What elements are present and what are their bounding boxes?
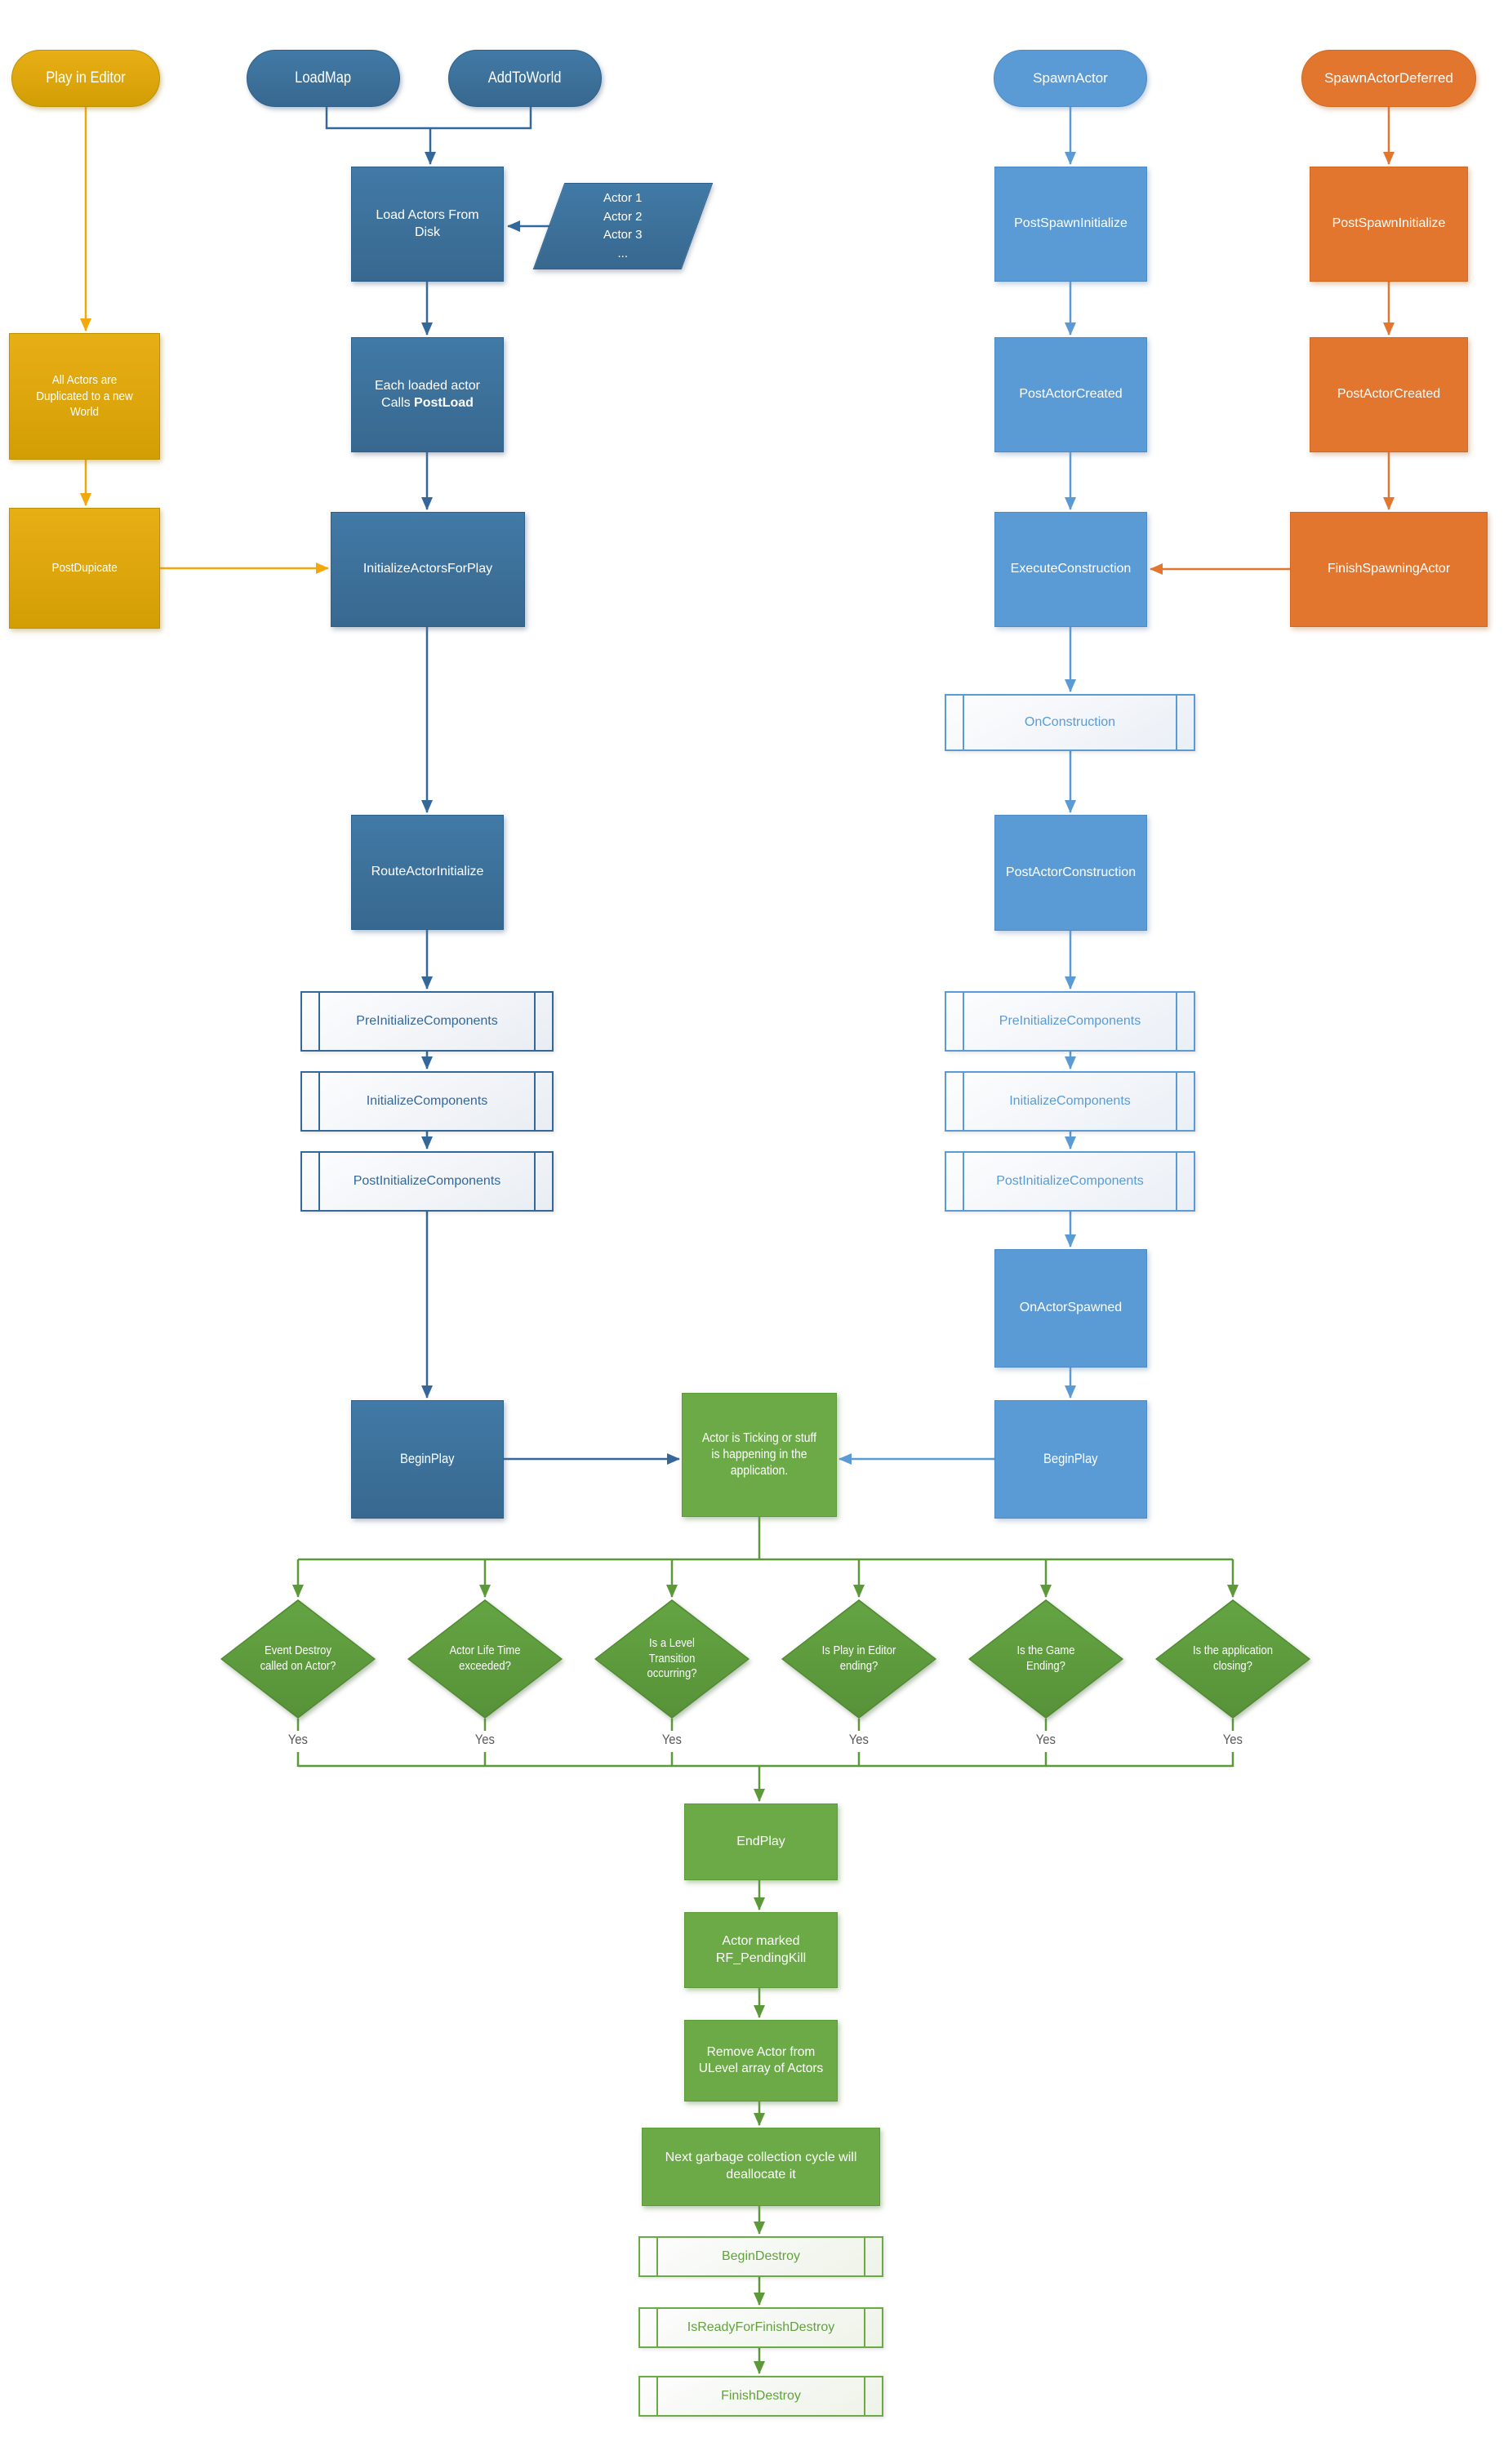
node-post-dupicate: PostDupicate [9,508,160,629]
node-begin-play-left: BeginPlay [351,1400,504,1519]
connectors-gold [80,107,329,574]
node-initialize-components-right: InitializeComponents [945,1071,1195,1132]
node-spawn-actor-deferred: SpawnActorDeferred [1301,50,1476,107]
node-post-actor-construction: PostActorConstruction [994,815,1147,931]
node-initialize-components-left: InitializeComponents [300,1071,554,1132]
yes-label-6: Yes [1222,1732,1243,1747]
node-begin-play-right: BeginPlay [994,1400,1147,1519]
node-post-spawn-initialize-orange: PostSpawnInitialize [1310,167,1468,282]
actor-list-text: Actor 1 Actor 2 Actor 3 ... [603,191,643,260]
decision-actor-lifetime: Actor Life Time exceeded? [407,1599,563,1719]
decision-level-transition: Is a Level Transition occurring? [594,1599,750,1719]
node-play-in-editor: Play in Editor [11,50,160,107]
node-remove-actor-from-ulevel: Remove Actor from ULevel array of Actors [684,2020,838,2102]
decision-event-destroy: Event Destroy called on Actor? [220,1599,376,1719]
node-spawn-actor: SpawnActor [994,50,1147,107]
node-load-map: LoadMap [247,50,400,107]
node-post-actor-created-orange: PostActorCreated [1310,337,1468,452]
decision-game-ending: Is the Game Ending? [968,1599,1123,1719]
node-post-initialize-components-left: PostInitializeComponents [300,1151,554,1212]
node-each-loaded-actor-postload: Each loaded actor Calls PostLoad [351,337,504,452]
connectors-dark-blue [325,107,680,1465]
node-on-actor-spawned: OnActorSpawned [994,1249,1147,1368]
node-post-initialize-components-right: PostInitializeComponents [945,1151,1195,1212]
each-loaded-actor-text: Each loaded actor Calls PostLoad [375,378,480,410]
yes-label-5: Yes [1035,1732,1056,1747]
connectors-orange [1150,107,1395,575]
yes-label-4: Yes [848,1732,870,1747]
node-on-construction: OnConstruction [945,694,1195,751]
node-add-to-world: AddToWorld [448,50,602,107]
node-load-actors-from-disk: Load Actors From Disk [351,167,504,282]
node-post-spawn-initialize-blue: PostSpawnInitialize [994,167,1147,282]
node-begin-destroy: BeginDestroy [638,2236,883,2277]
node-route-actor-initialize: RouteActorInitialize [351,815,504,930]
node-pre-initialize-components-right: PreInitializeComponents [945,991,1195,1052]
node-finish-destroy: FinishDestroy [638,2376,883,2417]
connectors-green [292,1517,1239,2374]
node-initialize-actors-for-play: InitializeActorsForPlay [331,512,525,627]
decision-pie-ending: Is Play in Editor ending? [781,1599,936,1719]
node-execute-construction: ExecuteConstruction [994,512,1147,627]
connectors-medium-blue [839,107,1076,1465]
node-end-play: EndPlay [684,1804,838,1880]
yes-label-1: Yes [287,1732,309,1747]
node-actor-list-parallelogram: Actor 1 Actor 2 Actor 3 ... [532,183,714,269]
node-next-garbage-collection: Next garbage collection cycle will deall… [642,2128,880,2206]
node-pre-initialize-components-left: PreInitializeComponents [300,991,554,1052]
yes-label-3: Yes [661,1732,683,1747]
decision-application-closing: Is the application closing? [1155,1599,1310,1719]
node-post-actor-created-blue: PostActorCreated [994,337,1147,452]
node-is-ready-for-finish-destroy: IsReadyForFinishDestroy [638,2307,883,2348]
node-actor-marked-pendingkill: Actor marked RF_PendingKill [684,1912,838,1988]
node-actor-is-ticking: Actor is Ticking or stuff is happening i… [682,1393,837,1517]
node-all-actors-duplicated: All Actors are Duplicated to a new World [9,333,160,460]
yes-label-2: Yes [474,1732,496,1747]
node-finish-spawning-actor: FinishSpawningActor [1290,512,1488,627]
